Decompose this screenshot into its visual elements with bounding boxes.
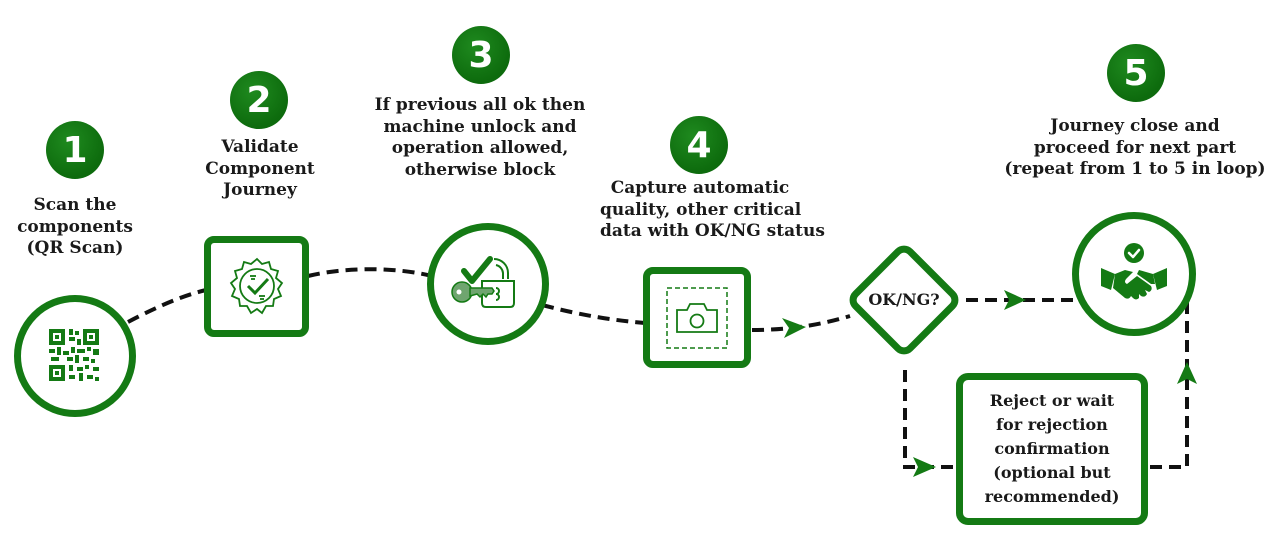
step-3-badge: 3: [452, 26, 510, 84]
step-2-badge: 2: [230, 71, 288, 129]
step-3-label: If previous all ok then machine unlock a…: [374, 95, 586, 180]
arrow-4-decision: [782, 318, 806, 338]
step-2-number: 2: [246, 79, 272, 121]
step-5-label: Journey close and proceed for next part …: [1004, 116, 1266, 179]
arrow-decision-5: [1004, 290, 1026, 310]
qr-code-icon: [49, 329, 99, 381]
camera-capture-icon: [666, 286, 728, 349]
decision-label: OK/NG?: [868, 290, 940, 309]
step-4-number: 4: [686, 124, 712, 166]
arrow-reject-5: [1177, 362, 1197, 384]
step-2-label: Validate Component Journey: [205, 137, 315, 200]
step-4-label: Capture automatic quality, other critica…: [600, 178, 825, 241]
verified-badge-icon: [229, 257, 283, 314]
step-1-badge: 1: [46, 121, 104, 179]
step-2-node: [204, 236, 309, 337]
arrow-decision-reject: [913, 457, 936, 477]
connector-3-4: [541, 303, 646, 325]
step-4-node: [643, 267, 751, 368]
step-5-node: [1072, 212, 1196, 336]
connector-2-3: [307, 267, 433, 278]
step-5-badge: 5: [1107, 44, 1165, 102]
reject-label: Reject or wait for rejection confirmatio…: [984, 391, 1120, 506]
key-unlock-icon: [451, 256, 515, 308]
reject-box: Reject or wait for rejection confirmatio…: [956, 373, 1148, 525]
step-3-node: [427, 223, 549, 345]
step-4-badge: 4: [670, 116, 728, 174]
step-1-node: [14, 295, 136, 417]
step-5-number: 5: [1123, 52, 1149, 94]
connector-decision-reject: [903, 370, 960, 469]
handshake-check-icon: [1101, 243, 1167, 300]
step-3-number: 3: [468, 34, 494, 76]
step-1-number: 1: [62, 129, 88, 171]
step-1-label: Scan the components (QR Scan): [17, 195, 133, 258]
connector-1-2: [127, 288, 207, 324]
connector-4-decision: [751, 314, 851, 332]
